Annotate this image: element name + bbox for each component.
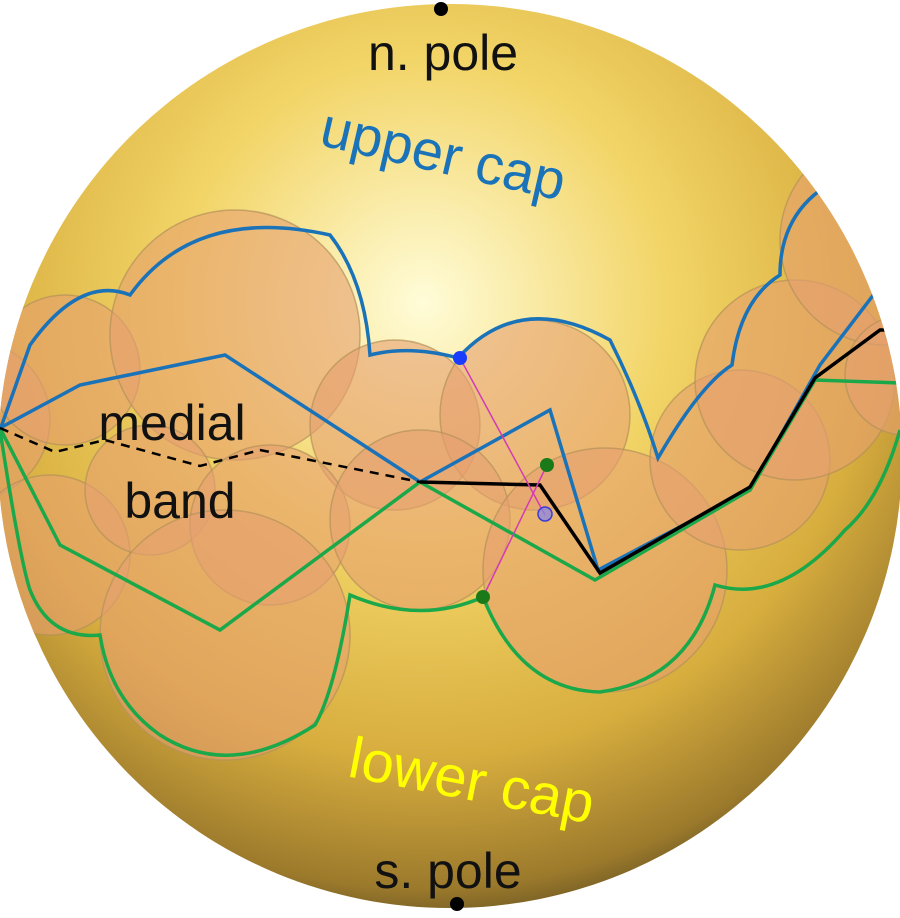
north-pole-label: n. pole — [368, 25, 518, 81]
chord-lower — [482, 464, 548, 598]
chord-upper — [459, 357, 546, 516]
medial-point — [540, 458, 554, 472]
disc — [99, 509, 351, 761]
south-pole-point — [450, 897, 464, 911]
midpoint-marker — [537, 506, 553, 522]
north-pole-point — [434, 2, 448, 16]
lower-cap-boundary — [0, 429, 900, 757]
medial-band-label-line1: medial — [98, 395, 245, 451]
medial-path-dashed — [0, 426, 421, 484]
medial-band-label-line2: band — [124, 473, 235, 529]
south-pole-label: s. pole — [374, 843, 521, 899]
upper-boundary-point — [453, 351, 467, 365]
medial-path — [419, 328, 900, 576]
disc — [844, 314, 900, 436]
covering-discs — [0, 134, 900, 761]
lower-boundary-point — [476, 590, 490, 604]
upper-cap-boundary — [0, 158, 900, 463]
